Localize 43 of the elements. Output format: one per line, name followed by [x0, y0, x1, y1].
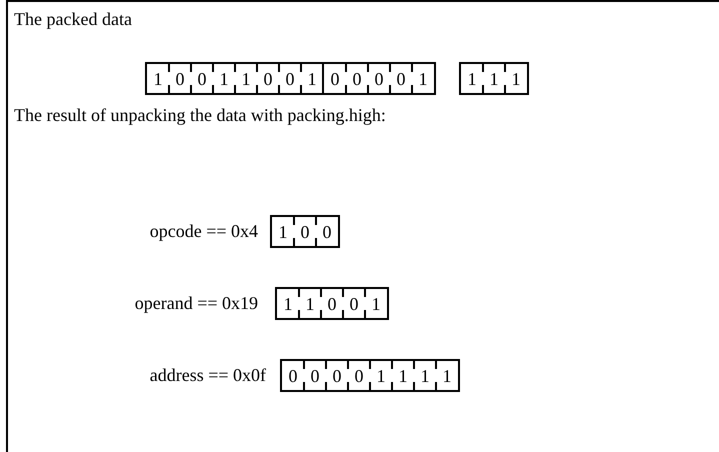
bit-value: 0	[352, 68, 362, 90]
heading-text: The packed data	[14, 8, 132, 30]
bit-value: 0	[354, 364, 364, 386]
bit-value: 1	[154, 68, 162, 90]
bit-value: 0	[288, 364, 298, 386]
bit-value: 1	[308, 68, 316, 90]
bit-field-box	[322, 62, 436, 95]
bit-value: 0	[176, 68, 184, 90]
bit-field-box	[270, 215, 340, 248]
bit-value: 1	[376, 364, 386, 386]
bit-value: 1	[242, 68, 250, 90]
bit-value: 1	[420, 364, 430, 386]
bit-value: 0	[396, 68, 406, 90]
bit-value: 0	[264, 68, 272, 90]
field-value-text: address == 0x0f	[150, 364, 266, 386]
bit-value: 0	[330, 68, 340, 90]
bit-value: 0	[310, 364, 320, 386]
field-value-text: opcode == 0x4	[150, 220, 258, 242]
bit-value: 0	[374, 68, 384, 90]
bit-value: 1	[468, 68, 476, 90]
bit-value: 1	[490, 68, 498, 90]
bit-value: 0	[328, 292, 336, 314]
bit-value: 0	[198, 68, 206, 90]
bit-field-box	[145, 62, 325, 95]
bit-value: 0	[332, 364, 342, 386]
bit-value: 1	[398, 364, 408, 386]
bit-field-box	[280, 359, 460, 392]
bit-value: 1	[372, 292, 380, 314]
bit-value: 0	[350, 292, 358, 314]
bit-field-box	[459, 62, 529, 95]
field-value-text: operand == 0x19	[134, 292, 258, 314]
heading-text: The result of unpacking the data with packing.high:	[14, 104, 386, 126]
bit-value: 1	[278, 220, 288, 242]
bit-value: 1	[284, 292, 292, 314]
bit-value: 1	[418, 68, 428, 90]
bit-value: 1	[442, 364, 452, 386]
bit-field-box	[275, 287, 389, 320]
bit-value: 0	[300, 220, 310, 242]
bit-value: 0	[322, 220, 332, 242]
bit-value: 1	[512, 68, 520, 90]
bit-value: 1	[220, 68, 228, 90]
bit-value: 0	[286, 68, 294, 90]
bit-value: 1	[306, 292, 314, 314]
